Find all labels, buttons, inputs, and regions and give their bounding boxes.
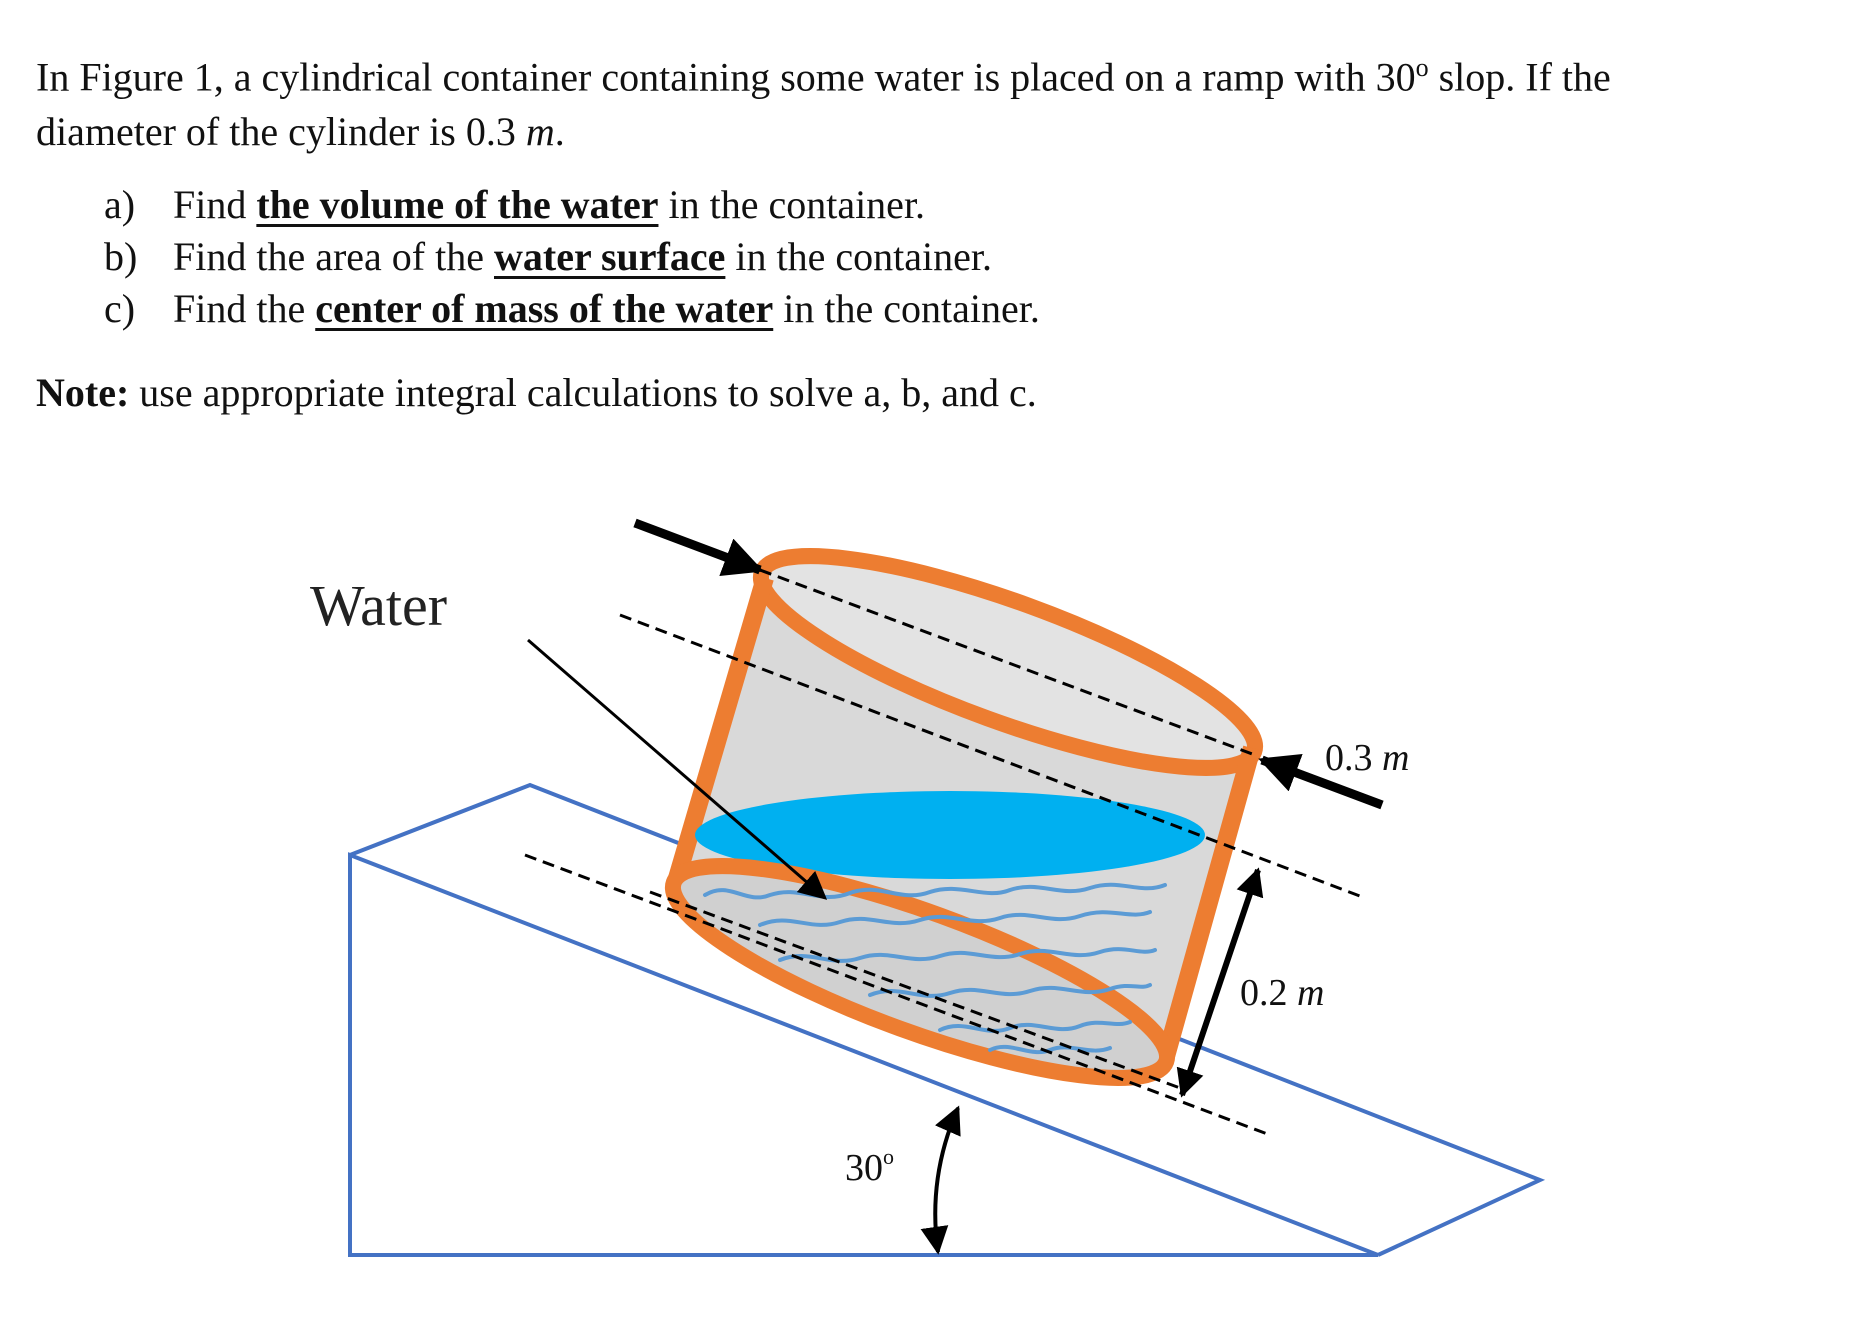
cylinder-left-wall	[666, 575, 774, 888]
unit-meter: m	[525, 109, 555, 155]
water-pointer-arrow	[527, 638, 828, 900]
angle-arc	[920, 1105, 961, 1255]
angle-indicator: 30o	[845, 1105, 961, 1255]
water-surface	[695, 791, 1205, 879]
question-b: b) Find the area of the water surface in …	[36, 231, 1836, 283]
question-emphasis: center of mass of the water	[315, 286, 774, 332]
height-arrow	[1176, 867, 1264, 1098]
water-wave-line	[938, 1020, 1132, 1033]
ramp-outline	[348, 852, 1379, 1257]
diameter-arrow-top	[633, 518, 764, 577]
question-c: c) Find the center of mass of the water i…	[36, 283, 1836, 335]
problem-intro: In Figure 1, a cylindrical container con…	[36, 40, 1836, 159]
water-wave-line	[868, 983, 1152, 998]
water-wave-line	[988, 1044, 1112, 1055]
intro-line2: diameter of the cylinder is 0.3	[36, 109, 526, 155]
diameter-arrow-bottom	[1258, 753, 1384, 810]
water-label: Water	[310, 573, 447, 638]
question-text: in the container.	[658, 182, 926, 228]
degree-symbol: o	[1415, 53, 1429, 82]
diameter-label: 0.3 m	[1325, 737, 1409, 779]
question-marker: a)	[104, 182, 136, 228]
question-list: a) Find the volume of the water in the co…	[36, 179, 1836, 335]
question-emphasis: the volume of the water	[256, 182, 659, 228]
note-label: Note:	[36, 370, 130, 416]
water-callout: Water	[310, 573, 828, 900]
question-text: in the container.	[725, 234, 992, 280]
diameter-indicator: 0.3 m	[633, 518, 1409, 810]
question-text: Find the	[173, 286, 316, 332]
note-text: use appropriate integral calculations to…	[129, 370, 1037, 416]
question-text: in the container.	[773, 286, 1040, 332]
height-indicator: 0.2 m	[1176, 867, 1324, 1098]
water-wave-line	[758, 910, 1152, 927]
intro-part1: In Figure 1, a cylindrical container con…	[36, 54, 1416, 100]
water-wave-line	[778, 947, 1157, 963]
water-waves	[703, 882, 1167, 1055]
water-wave-line	[703, 882, 1167, 900]
intro-line2-end: .	[554, 109, 565, 155]
question-text: Find	[173, 182, 257, 228]
question-a: a) Find the volume of the water in the co…	[36, 179, 1836, 231]
question-marker: c)	[104, 286, 136, 332]
height-label: 0.2 m	[1240, 972, 1324, 1014]
angle-label: 30o	[845, 1144, 894, 1189]
intro-part2: slop. If the	[1428, 54, 1611, 100]
question-emphasis: water surface	[494, 234, 726, 280]
note: Note: use appropriate integral calculati…	[36, 365, 1836, 420]
dimension-guides	[524, 568, 1366, 1137]
question-text: Find the area of the	[173, 234, 494, 280]
problem-text: In Figure 1, a cylindrical container con…	[36, 40, 1836, 420]
question-marker: b)	[104, 234, 138, 280]
dashed-guide-line	[759, 568, 1256, 757]
